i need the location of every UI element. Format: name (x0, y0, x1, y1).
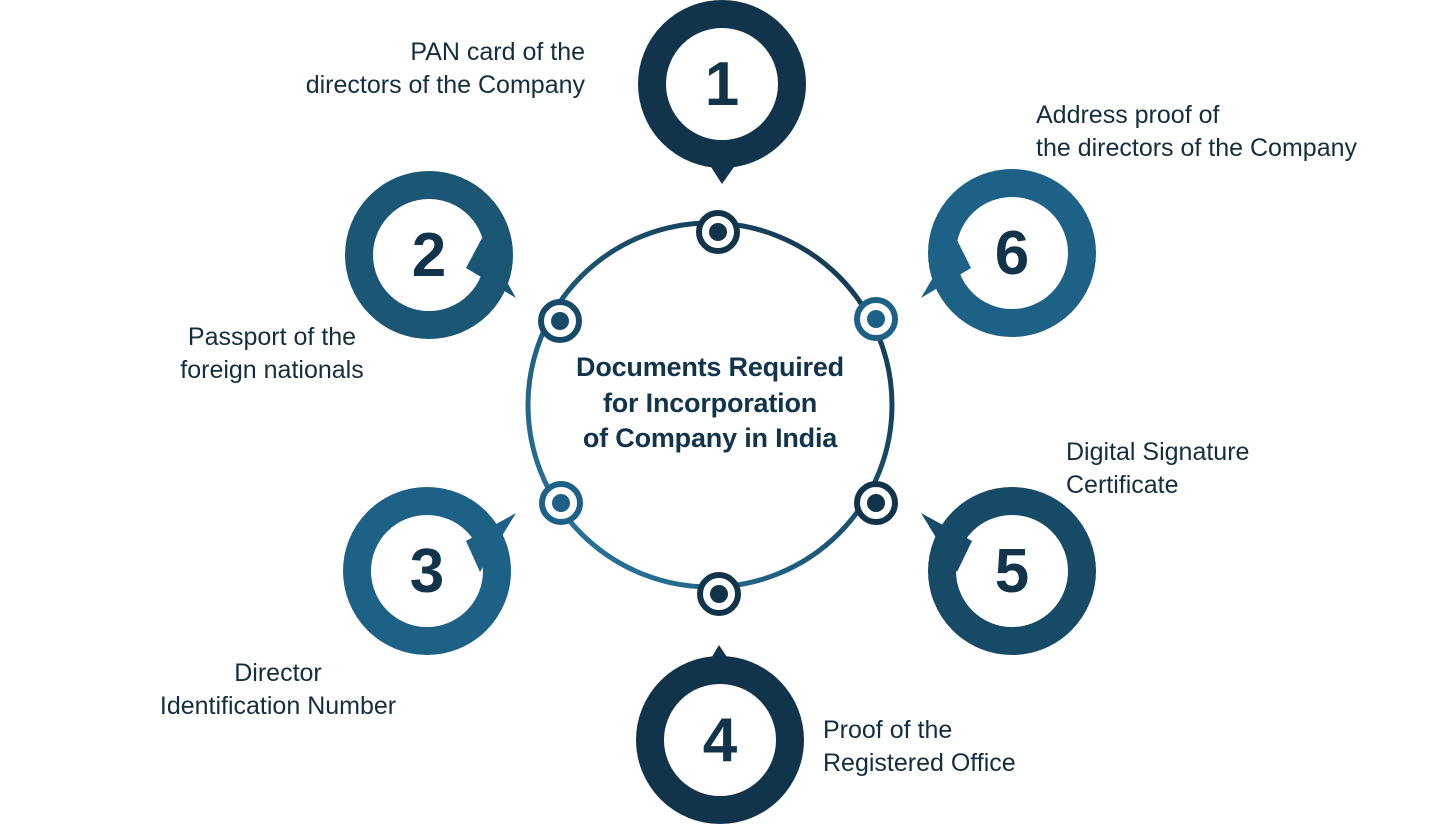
connector-node-top (696, 210, 740, 254)
badge-number-6: 6 (994, 219, 1030, 288)
step-label-2-line-2: foreign nationals (180, 356, 364, 385)
badge-number-5: 5 (994, 537, 1030, 606)
badge-5[interactable] (921, 487, 1096, 655)
step-label-5: Digital Signature Certificate (1066, 436, 1249, 503)
step-label-4-line-2: Registered Office (823, 749, 1016, 778)
step-label-1: PAN card of the directors of the Company (306, 36, 585, 103)
step-label-1-line-2: directors of the Company (305, 71, 585, 100)
step-label-6-line-1: Address proof of (1036, 101, 1220, 129)
badge-4[interactable] (636, 645, 804, 824)
badge-2[interactable] (345, 171, 516, 339)
step-label-6-line-2: the directors of the Company (1036, 134, 1357, 163)
step-label-4-line-1: Proof of the (823, 716, 953, 744)
hub-title-line-1: Documents Required (576, 352, 844, 382)
step-label-5-line-1: Digital Signature (1066, 438, 1250, 466)
step-label-3: Director Identification Number (118, 657, 438, 724)
connector-node-upper-left (538, 299, 582, 343)
connector-node-bottom (697, 572, 741, 616)
badge-number-1: 1 (704, 50, 740, 119)
badge-number-2: 2 (411, 221, 447, 290)
step-label-2: Passport of the foreign nationals (152, 321, 392, 388)
step-label-3-line-1: Director (234, 659, 322, 687)
step-label-2-line-1: Passport of the (187, 323, 357, 351)
badge-1[interactable] (638, 0, 806, 184)
badge-number-4: 4 (702, 706, 738, 775)
badge-3[interactable] (343, 487, 516, 655)
badge-number-3: 3 (409, 537, 445, 606)
step-label-5-line-2: Certificate (1066, 471, 1179, 500)
connector-node-lower-left (539, 481, 583, 525)
connector-node-lower-right (854, 481, 898, 525)
hub-title-line-2: for Incorporation (602, 387, 818, 418)
hub-title: Documents Required for Incorporation of … (545, 350, 875, 457)
badge-6[interactable] (921, 169, 1096, 337)
step-label-3-line-2: Identification Number (159, 692, 397, 721)
connector-node-upper-right (854, 297, 898, 341)
step-label-6: Address proof of the directors of the Co… (1036, 99, 1357, 166)
step-label-1-line-1: PAN card of the (410, 38, 585, 66)
step-label-4: Proof of the Registered Office (823, 714, 1016, 781)
hub-title-line-3: of Company in India (582, 423, 838, 454)
